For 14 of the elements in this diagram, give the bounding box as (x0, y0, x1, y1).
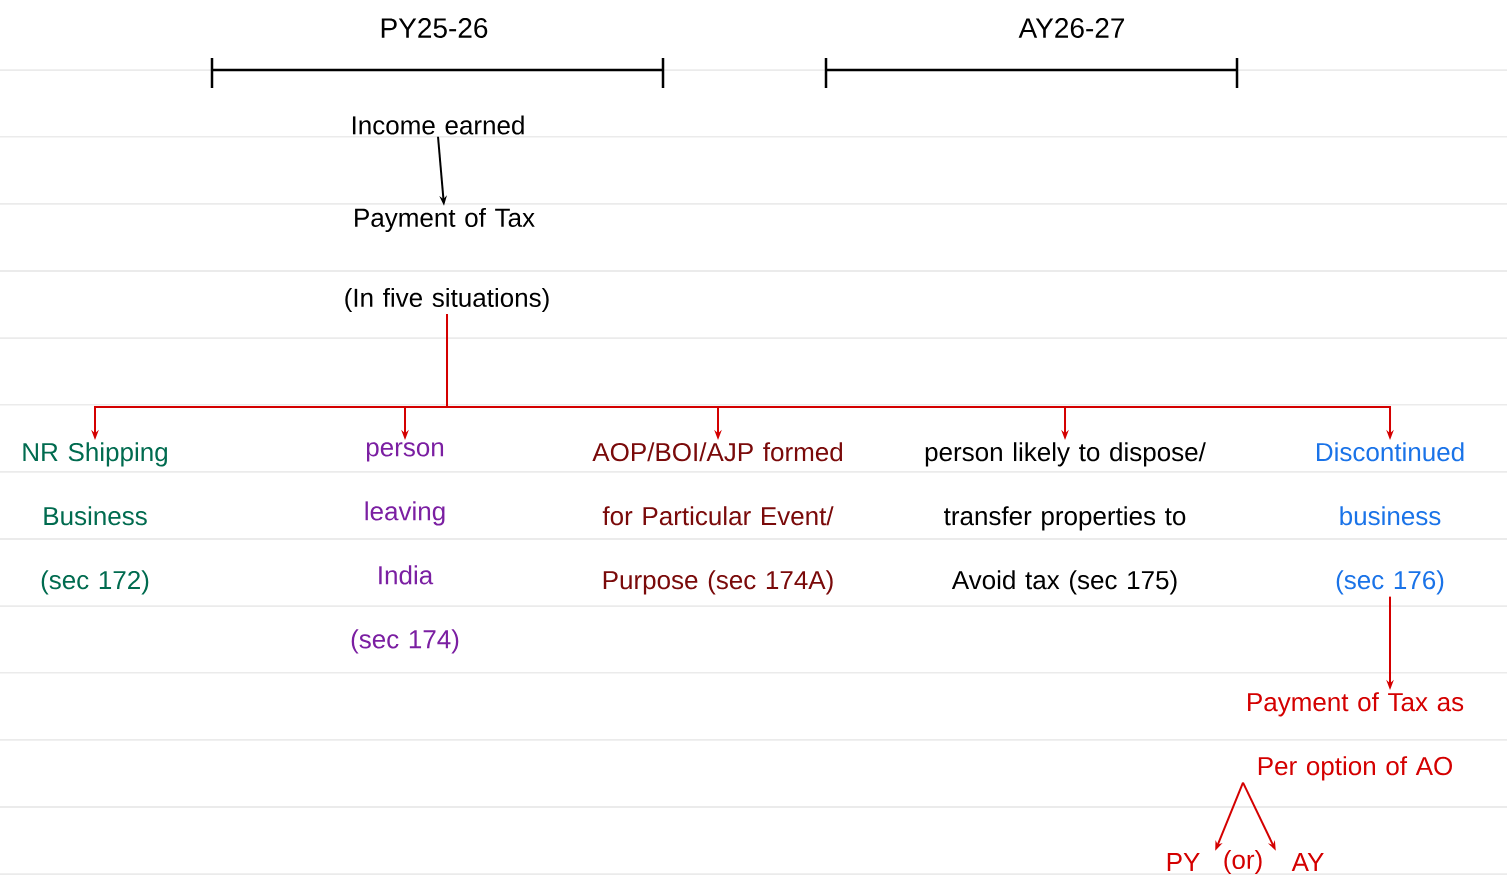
option-text: AY (1291, 853, 1324, 871)
option-text: PY (1167, 853, 1200, 871)
note-text: (In five situations) (345, 287, 549, 313)
note-text: Payment of Tax as Per option of AO (1248, 692, 1464, 781)
period-label: PY25-26 (381, 18, 488, 38)
period-label: AY26-27 (1018, 18, 1125, 38)
category-text: AOP/BOI/AJP formed for Particular Event/ Purpose (sec 174A) (592, 442, 843, 595)
category-text: person leaving India (sec 174) (351, 442, 459, 654)
category-text: NR Shipping Business (sec 172) (23, 442, 167, 595)
note-text: Income earned (352, 115, 524, 135)
category-text: person likely to dispose/ transfer properties to Avoid tax (sec 175) (925, 442, 1206, 595)
note-text: Payment of Tax (355, 207, 535, 233)
category-text: Discontinued business (sec 176) (1317, 442, 1464, 595)
option-text: (or) (1224, 849, 1262, 875)
